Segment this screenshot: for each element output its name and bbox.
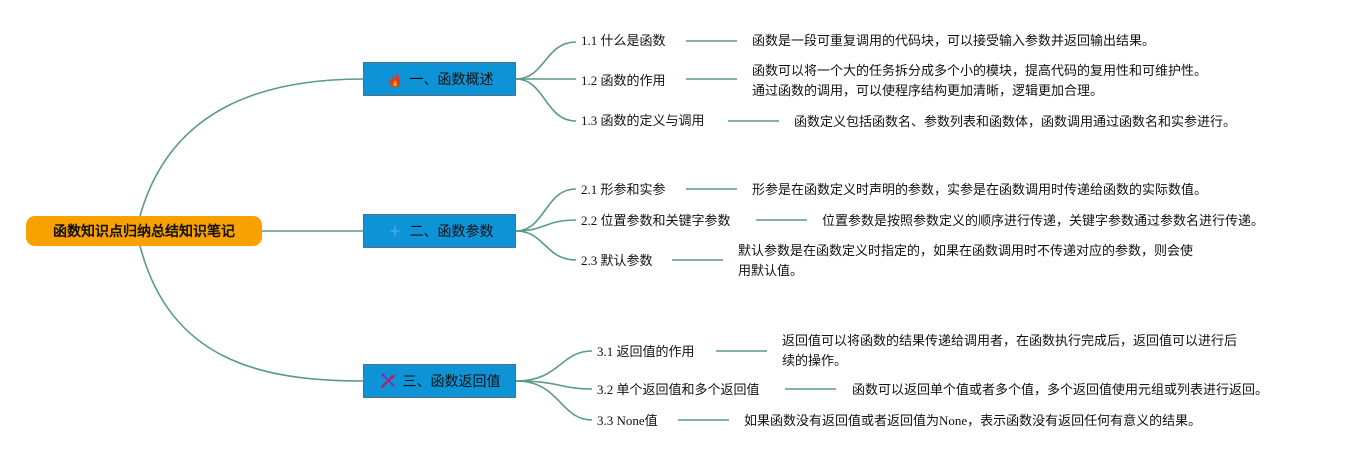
link-b3-t2 bbox=[515, 380, 593, 390]
topic-1-3[interactable]: 1.3 函数的定义与调用 bbox=[581, 113, 705, 128]
topic-2-3-desc-line-2: 用默认值。 bbox=[738, 263, 804, 278]
link-b2-t1 bbox=[515, 188, 577, 232]
link-b1-t1 bbox=[515, 41, 577, 80]
topic-2-3-desc-line-1: 默认参数是在函数定义时指定的，如果在函数调用时不传递对应的参数，则会使 bbox=[738, 243, 1194, 258]
branch-node-3[interactable]: 三、函数返回值 bbox=[363, 364, 516, 398]
topic-3-2[interactable]: 3.2 单个返回值和多个返回值 bbox=[597, 382, 760, 397]
tools-icon bbox=[379, 372, 397, 390]
topic-2-3[interactable]: 2.3 默认参数 bbox=[581, 253, 653, 268]
branch-label: 三、函数返回值 bbox=[402, 374, 501, 390]
link-b2-t2 bbox=[515, 219, 577, 232]
topic-1-1[interactable]: 1.1 什么是函数 bbox=[581, 33, 666, 48]
topic-2-1-desc: 形参是在函数定义时声明的参数，实参是在函数调用时传递给函数的实际数值。 bbox=[752, 182, 1208, 197]
link-b2-t3 bbox=[515, 230, 577, 261]
topic-2-2-desc: 位置参数是按照参数定义的顺序进行传递，关键字参数通过参数名进行传递。 bbox=[822, 213, 1265, 228]
topic-2-1[interactable]: 2.1 形参和实参 bbox=[581, 182, 666, 197]
link-b3-t1 bbox=[515, 350, 593, 382]
link-b3-t3 bbox=[515, 380, 593, 421]
topic-1-3-desc: 函数定义包括函数名、参数列表和函数体，函数调用通过函数名和实参进行。 bbox=[794, 114, 1237, 129]
branch-node-2[interactable]: 二、函数参数 bbox=[363, 214, 516, 248]
link-b1-t3 bbox=[515, 78, 577, 122]
topic-1-2-desc-line-1: 函数可以将一个大的任务拆分成多个小的模块，提高代码的复用性和可维护性。 bbox=[752, 63, 1208, 78]
topic-1-1-desc: 函数是一段可重复调用的代码块，可以接受输入参数并返回输出结果。 bbox=[752, 33, 1156, 48]
root-label: 函数知识点归纳总结知识笔记 bbox=[53, 224, 235, 240]
topic-3-1-desc-line-1: 返回值可以将函数的结果传递给调用者，在函数执行完成后，返回值可以进行后 bbox=[782, 333, 1238, 348]
branch-node-1[interactable]: 一、函数概述 bbox=[363, 62, 516, 96]
root-node[interactable]: 函数知识点归纳总结知识笔记 bbox=[26, 216, 262, 246]
sparkle-icon bbox=[386, 222, 404, 240]
fire-icon bbox=[386, 70, 404, 88]
topic-3-3[interactable]: 3.3 None值 bbox=[597, 413, 658, 428]
topic-3-2-desc: 函数可以返回单个值或者多个值，多个返回值使用元组或列表进行返回。 bbox=[852, 382, 1269, 397]
link-root-branch-3 bbox=[139, 245, 364, 382]
topic-1-2-desc-line-2: 通过函数的调用，可以使程序结构更加清晰，逻辑更加合理。 bbox=[752, 83, 1104, 98]
branch-label: 二、函数参数 bbox=[409, 224, 494, 240]
branch-label: 一、函数概述 bbox=[409, 72, 494, 88]
topic-2-2[interactable]: 2.2 位置参数和关键字参数 bbox=[581, 213, 731, 228]
topic-3-1[interactable]: 3.1 返回值的作用 bbox=[597, 344, 695, 359]
topic-3-1-desc-line-2: 续的操作。 bbox=[782, 353, 848, 368]
topic-3-3-desc: 如果函数没有返回值或者返回值为None，表示函数没有返回任何有意义的结果。 bbox=[744, 413, 1202, 428]
topic-1-2[interactable]: 1.2 函数的作用 bbox=[581, 73, 666, 88]
link-root-branch-1 bbox=[139, 78, 364, 217]
